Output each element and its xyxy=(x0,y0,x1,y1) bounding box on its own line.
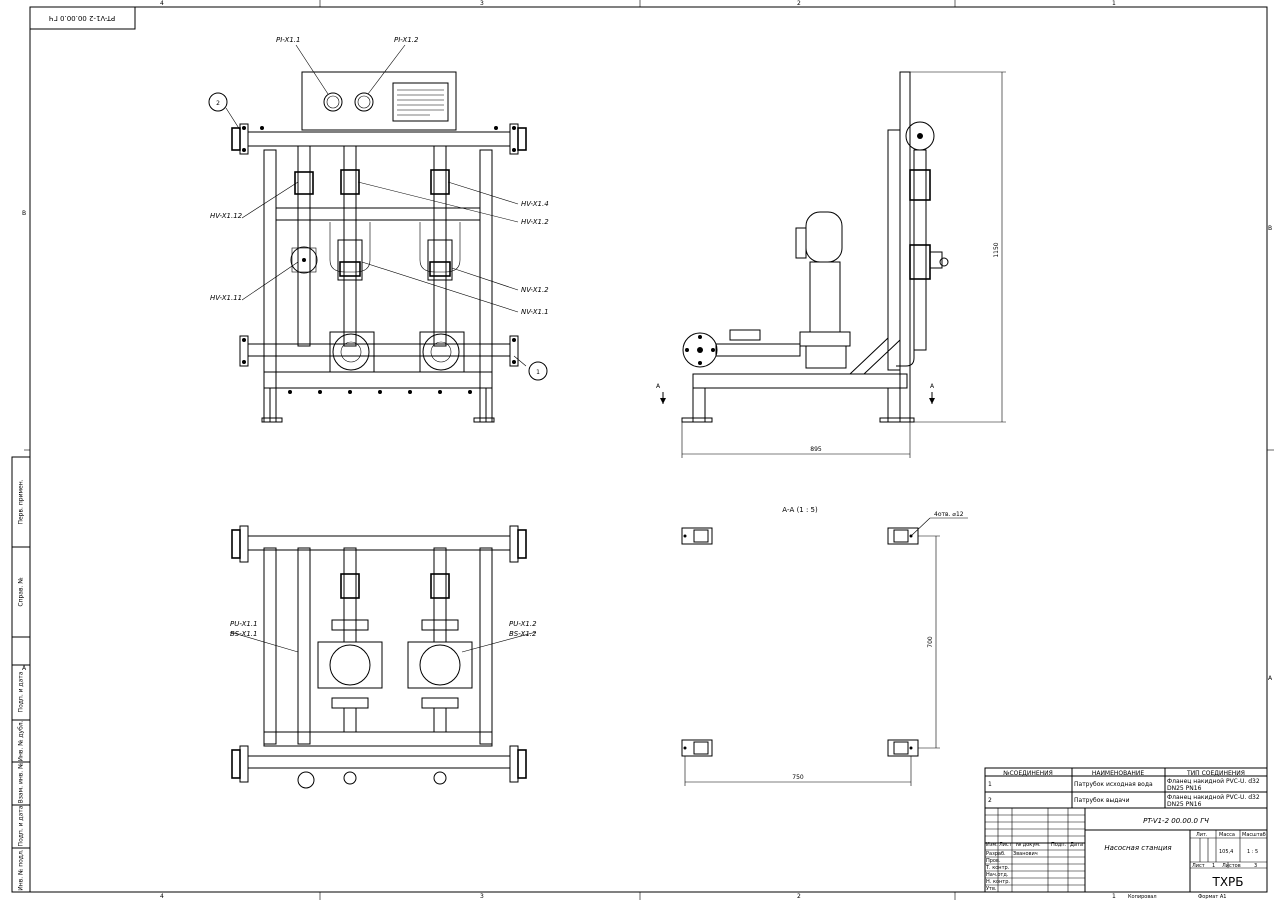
label-bs-x1-1: BS-X1.1 xyxy=(230,630,257,638)
top-stamp: PT-V1-2 00.00.0 ГЧ xyxy=(29,6,136,30)
tb-role-utv: Утв. xyxy=(986,886,997,892)
tb-role-prov: Пров. xyxy=(986,858,1001,864)
zone-number-1: 1 xyxy=(1112,0,1116,7)
row-letter-a-right: А xyxy=(1268,675,1273,682)
control-box xyxy=(301,71,457,131)
zone-number-3: 3 xyxy=(480,0,484,7)
callout-1: 1 xyxy=(536,369,540,376)
tb-name: Насосная станция xyxy=(1104,844,1171,852)
tb-sheet-label: Лист xyxy=(1192,863,1205,869)
label-pu-x1-2: PU-X1.2 xyxy=(509,620,537,628)
zone-number-bottom-1: 1 xyxy=(1112,893,1116,900)
conn-row1-no: 1 xyxy=(988,781,992,788)
top-stamp-text: PT-V1-2 00.00.0 ГЧ xyxy=(49,14,116,22)
conn-row1-type2: DN25 PN16 xyxy=(1167,785,1202,792)
conn-row2-type2: DN25 PN16 xyxy=(1167,801,1202,808)
top-view xyxy=(229,525,537,789)
tb-format: Формат А1 xyxy=(1198,894,1226,900)
dim-700: 700 xyxy=(927,636,934,648)
tb-mass: 105,4 xyxy=(1219,849,1233,855)
dim-895: 895 xyxy=(810,446,822,453)
conn-row1-name: Патрубок исходная вода xyxy=(1074,781,1153,788)
front-view xyxy=(208,44,548,423)
pump-1 xyxy=(332,333,370,371)
label-hv-x1-2: HV-X1.2 xyxy=(521,218,549,226)
gauge-2 xyxy=(354,92,374,112)
tb-col-data: Дата xyxy=(1070,842,1083,848)
ball-valve xyxy=(290,246,318,274)
row-letter-b: В xyxy=(22,210,26,217)
label-hv-x1-12: HV-X1.12 xyxy=(210,212,243,220)
tb-copied: Копировал xyxy=(1128,894,1157,900)
conn-header-name: НАИМЕНОВАНИЕ xyxy=(1092,770,1145,777)
section-mark-right: А xyxy=(930,383,935,390)
label-nv-x1-2: NV-X1.2 xyxy=(521,286,549,294)
tb-developer: Званович xyxy=(1013,851,1038,857)
dim-750: 750 xyxy=(792,774,804,781)
left-strip: Перв. примен. Справ. № Подп. и дата Инв.… xyxy=(11,456,31,893)
tb-scale-head: Масштаб xyxy=(1242,832,1266,838)
pump-2 xyxy=(422,333,460,371)
conn-row2-no: 2 xyxy=(988,797,992,804)
zone-number-2: 2 xyxy=(797,0,801,7)
tb-scale: 1 : 5 xyxy=(1247,849,1258,855)
tb-sheet-no: 1 xyxy=(1212,863,1215,869)
section-view xyxy=(681,517,968,786)
label-pu-x1-1: PU-X1.1 xyxy=(230,620,258,628)
row-letter-b-right: В xyxy=(1268,225,1272,232)
tb-designation: PT-V1-2 00.00.0 ГЧ xyxy=(1143,817,1209,825)
zone-number-bottom-4: 4 xyxy=(160,893,164,900)
sheet-frame xyxy=(24,0,1274,900)
label-nv-x1-1: NV-X1.1 xyxy=(521,308,549,316)
label-pi-x1-1: PI-X1.1 xyxy=(276,36,301,44)
row-letter-a: А xyxy=(22,665,27,672)
strip-label-6: Подп. и дата xyxy=(18,805,25,846)
tb-col-izm: Изм. xyxy=(986,842,998,848)
label-hv-x1-4: HV-X1.4 xyxy=(521,200,549,208)
gauge-1 xyxy=(323,92,343,112)
tb-role-nachotd: Нач.отд. xyxy=(986,872,1009,878)
section-title: А-А (1 : 5) xyxy=(782,506,818,514)
tb-col-podp: Подп. xyxy=(1051,842,1067,848)
tb-sheets-label: Листов xyxy=(1222,863,1241,869)
tb-role-nkontr: Н. контр. xyxy=(986,879,1010,885)
strip-label-4: Инв. № дубл. xyxy=(18,720,25,761)
tb-org: ТХРБ xyxy=(1211,875,1243,889)
pump-motor xyxy=(805,211,843,263)
label-bs-x1-2: BS-X1.2 xyxy=(509,630,537,638)
strip-label-2: Справ. № xyxy=(18,577,25,606)
tb-lit-head: Лит. xyxy=(1196,832,1208,838)
conn-header-type: ТИП СОЕДИНЕНИЯ xyxy=(1186,770,1245,777)
title-block xyxy=(984,807,1268,893)
zone-number-bottom-2: 2 xyxy=(797,893,801,900)
callout-2: 2 xyxy=(216,100,220,107)
tb-role-razrab: Разраб. xyxy=(986,851,1006,857)
tb-role-tkontr: Т. контр. xyxy=(985,865,1010,871)
holes-note: 4отв. ⌀12 xyxy=(934,511,964,518)
section-mark-left: А xyxy=(656,383,661,390)
zone-number-bottom-3: 3 xyxy=(480,893,484,900)
side-view xyxy=(660,71,1006,458)
zone-number-4: 4 xyxy=(160,0,164,7)
strip-label-7: Инв. № подл. xyxy=(18,849,25,890)
tb-col-doc: № докум. xyxy=(1016,842,1041,848)
label-hv-x1-11: HV-X1.11 xyxy=(210,294,242,302)
dim-1150: 1150 xyxy=(993,242,1000,257)
conn-row2-name: Патрубок выдачи xyxy=(1074,797,1130,804)
nameplate xyxy=(392,82,449,122)
strip-label-5: Взам. инв. № xyxy=(18,763,25,804)
conn-row2-type1: Фланец накидной PVC-U. d32 xyxy=(1167,794,1260,801)
conn-header-no: №СОЕДИНЕНИЯ xyxy=(1003,770,1053,777)
strip-label-3: Подп. и дата xyxy=(18,671,25,712)
tb-sheets-no: 3 xyxy=(1254,863,1257,869)
pump-top-1 xyxy=(329,644,371,686)
label-pi-x1-2: PI-X1.2 xyxy=(394,36,419,44)
conn-row1-type1: Фланец накидной PVC-U. d32 xyxy=(1167,778,1260,785)
pump-top-2 xyxy=(419,644,461,686)
tb-col-list: Лист xyxy=(999,842,1012,848)
strip-label-1: Перв. примен. xyxy=(18,479,25,524)
tb-mass-head: Масса xyxy=(1219,832,1235,838)
